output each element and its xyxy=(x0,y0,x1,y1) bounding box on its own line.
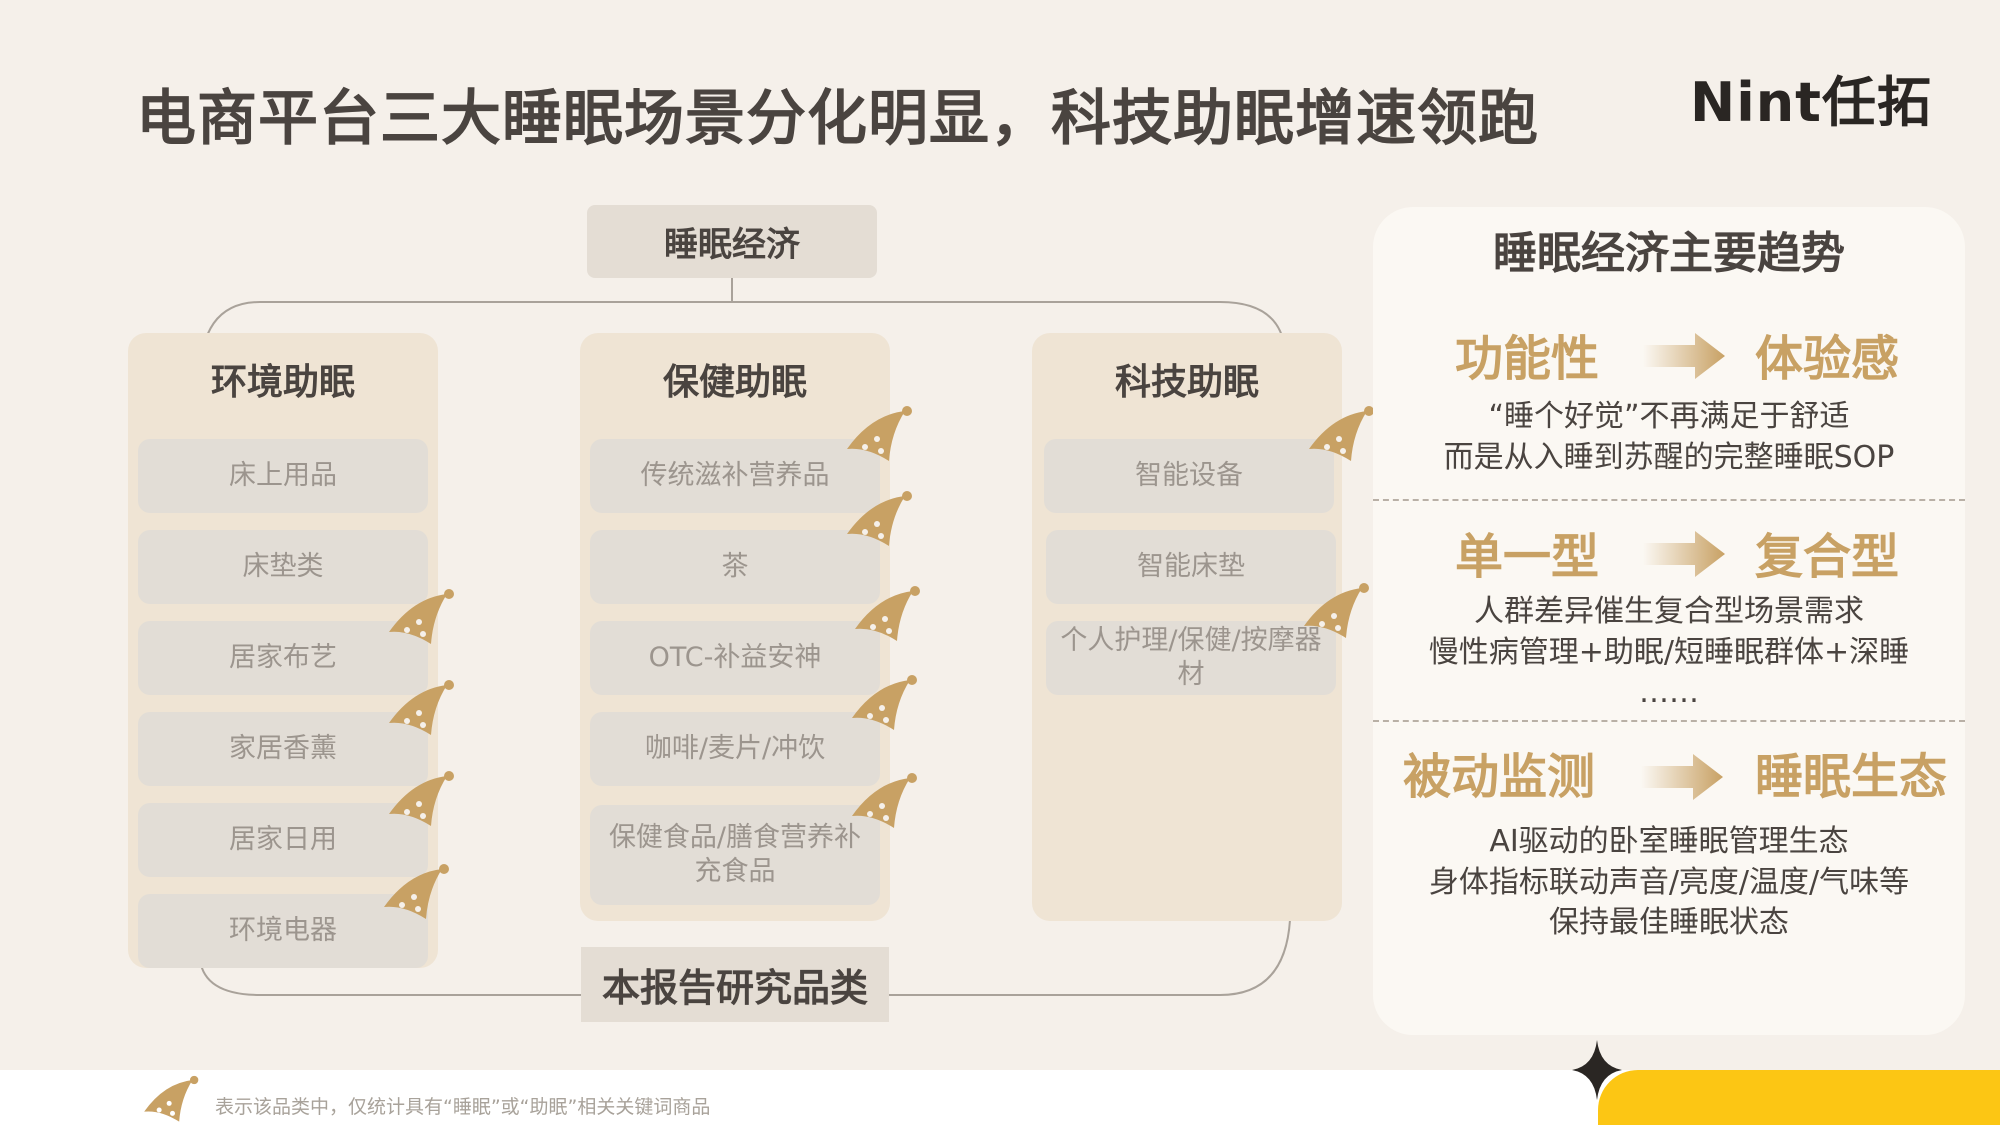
trend-from: 功能性 xyxy=(1455,331,1600,387)
sleep-cap-icon xyxy=(389,680,454,735)
arrow-right-icon xyxy=(1643,531,1725,577)
category-item[interactable]: 环境电器 xyxy=(138,894,428,968)
trend-description: 人群差异催生复合型场景需求 慢性病管理+助眠/短睡眠群体+深睡 …… xyxy=(1373,592,1965,714)
sleep-cap-icon xyxy=(847,406,912,461)
trends-panel: 睡眠经济主要趋势 功能性 体验感 “睡个好觉”不再满足于舒适 而是从入睡到苏醒的… xyxy=(1373,207,1965,1035)
sparkle-icon xyxy=(1572,1040,1622,1100)
category-item[interactable]: 保健食品/膳食营养补充食品 xyxy=(590,805,880,905)
column-title: 保健助眠 xyxy=(662,362,807,403)
trend-desc-line: 身体指标联动声音/亮度/温度/气味等 xyxy=(1428,864,1910,900)
arrow-right-icon xyxy=(1643,333,1725,379)
column-title: 科技助眠 xyxy=(1114,362,1259,403)
yellow-accent-block xyxy=(1598,1070,2000,1125)
arrow-right-icon xyxy=(1641,754,1723,800)
category-item[interactable]: 传统滋补营养品 xyxy=(590,439,880,513)
column-environment: 环境助眠 床上用品 床垫类 居家布艺 家居香薰 居家日用 环境电器 xyxy=(128,333,438,968)
category-item[interactable]: 居家日用 xyxy=(138,803,428,877)
sleep-cap-icon xyxy=(852,773,917,828)
column-tech: 科技助眠 智能设备 智能床垫 个人护理/保健/按摩器材 xyxy=(1032,333,1342,921)
trend-desc-line: “睡个好觉”不再满足于舒适 xyxy=(1488,399,1850,434)
category-item[interactable]: 咖啡/麦片/冲饮 xyxy=(590,712,880,786)
trend-desc-line: …… xyxy=(1639,675,1699,710)
category-item[interactable]: 床上用品 xyxy=(138,439,428,513)
sleep-cap-icon xyxy=(389,589,454,644)
sleep-cap-icon xyxy=(384,864,449,919)
divider xyxy=(1373,499,1965,501)
category-item[interactable]: 茶 xyxy=(590,530,880,604)
sleep-cap-icon xyxy=(144,1075,199,1122)
category-item[interactable]: 床垫类 xyxy=(138,530,428,604)
trend-to: 复合型 xyxy=(1755,529,1900,585)
brand-logo: Nint任拓 xyxy=(1690,71,1932,134)
trend-description: AI驱动的卧室睡眠管理生态 身体指标联动声音/亮度/温度/气味等 保持最佳睡眠状… xyxy=(1373,822,1965,944)
root-node: 睡眠经济 xyxy=(587,205,877,278)
trend-desc-line: 慢性病管理+助眠/短睡眠群体+深睡 xyxy=(1428,634,1910,670)
trend-from: 单一型 xyxy=(1455,529,1600,585)
column-health: 保健助眠 传统滋补营养品 茶 OTC-补益安神 咖啡/麦片/冲饮 保健食品/膳食… xyxy=(580,333,890,921)
trend-from: 被动监测 xyxy=(1403,749,1596,805)
sleep-cap-icon xyxy=(847,491,912,546)
trend-description: “睡个好觉”不再满足于舒适 而是从入睡到苏醒的完整睡眠SOP xyxy=(1373,397,1965,478)
footnote: 表示该品类中，仅统计具有“睡眠”或“助眠”相关关键词商品 xyxy=(215,1096,711,1118)
trend-desc-line: 人群差异催生复合型场景需求 xyxy=(1474,594,1864,629)
column-title: 环境助眠 xyxy=(210,362,355,403)
sleep-cap-icon xyxy=(1304,583,1369,638)
trend-desc-line: AI驱动的卧室睡眠管理生态 xyxy=(1489,824,1849,859)
sleep-cap-icon xyxy=(1309,406,1374,461)
category-item[interactable]: 个人护理/保健/按摩器材 xyxy=(1046,621,1336,695)
category-item[interactable]: 居家布艺 xyxy=(138,621,428,695)
trend-desc-line: 保持最佳睡眠状态 xyxy=(1549,905,1789,940)
trend-to: 体验感 xyxy=(1755,331,1900,387)
sleep-cap-icon xyxy=(389,771,454,826)
category-item[interactable]: 智能设备 xyxy=(1044,439,1334,513)
sleep-cap-icon xyxy=(855,586,920,641)
category-item[interactable]: 家居香薰 xyxy=(138,712,428,786)
sleep-cap-icon xyxy=(852,675,917,730)
category-item[interactable]: OTC-补益安神 xyxy=(590,621,880,695)
study-scope-label: 本报告研究品类 xyxy=(581,947,889,1022)
trends-panel-title: 睡眠经济主要趋势 xyxy=(1493,228,1845,279)
page-title: 电商平台三大睡眠场景分化明显，科技助眠增速领跑 xyxy=(136,84,1539,154)
category-item[interactable]: 智能床垫 xyxy=(1046,530,1336,604)
divider xyxy=(1373,720,1965,722)
trend-to: 睡眠生态 xyxy=(1755,749,1948,805)
trend-desc-line: 而是从入睡到苏醒的完整睡眠SOP xyxy=(1443,439,1895,475)
